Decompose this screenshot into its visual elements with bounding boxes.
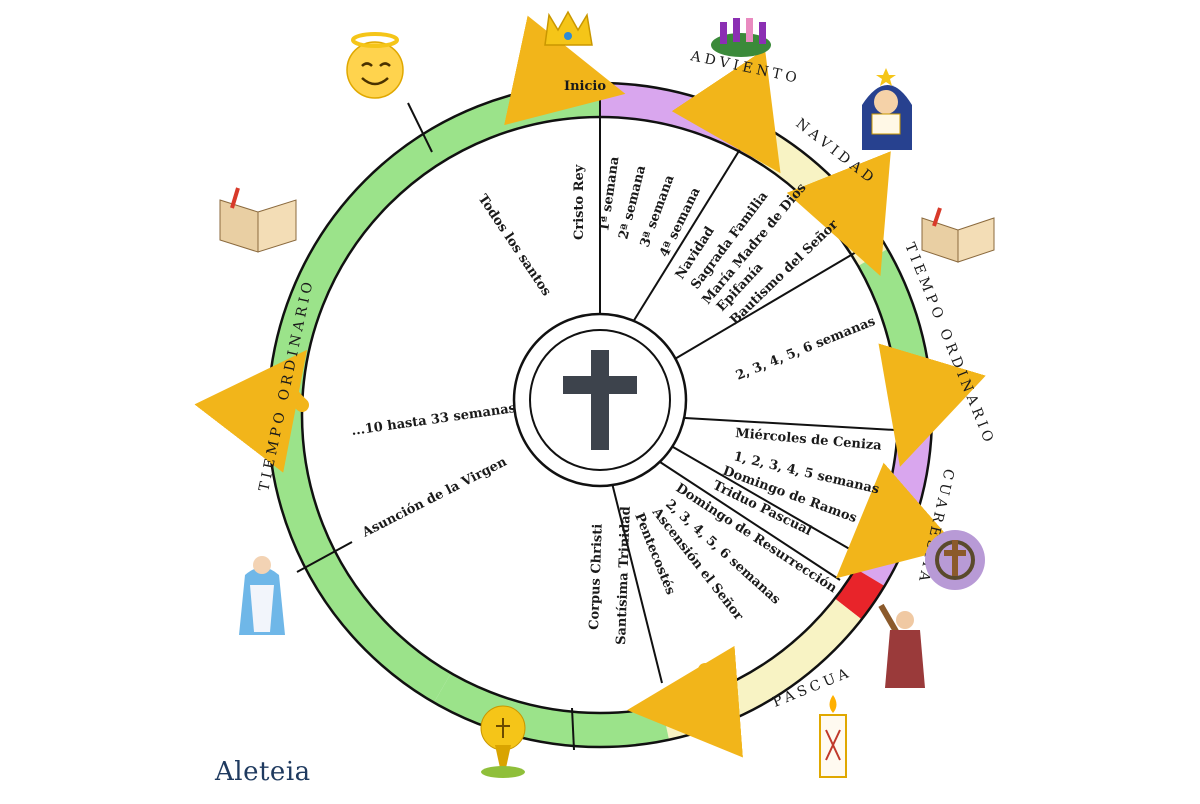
chalice-icon [480, 705, 526, 778]
arrow-icon [627, 645, 743, 758]
angel-icon [346, 32, 404, 99]
bible-icon [219, 187, 297, 253]
arrow-icon [671, 49, 781, 174]
event-trinidad: Santísima Trinidad [614, 506, 634, 645]
season-arrows [194, 15, 986, 758]
arrow-icon [835, 462, 958, 579]
crown-of-thorns-icon [925, 530, 985, 590]
advent-wreath-icon [711, 18, 771, 57]
virgin-mary-icon [239, 556, 285, 635]
segment-triduo [834, 568, 885, 620]
spoke-pascua [659, 461, 841, 581]
paschal-candle-icon [819, 695, 847, 778]
arrow-icon [504, 15, 626, 126]
tick-ordinario-top [407, 102, 433, 153]
event-cristo-rey: Cristo Rey [572, 164, 587, 240]
start-label: Inicio [564, 79, 606, 94]
tick-ordinario-bottom [571, 707, 575, 751]
event-corpus: Corpus Christi [587, 524, 606, 631]
arrow-icon [194, 349, 309, 473]
cross-icon [563, 350, 637, 450]
spoke-triduo [672, 446, 861, 556]
jesus-cross-icon [878, 603, 925, 688]
segment-ordinario-top [267, 83, 600, 703]
brand-logo: Aleteia [215, 757, 311, 787]
crown-icon [544, 10, 593, 46]
nativity-icon [862, 68, 912, 150]
tick-ordinario-left [296, 541, 353, 573]
arrow-icon [878, 343, 986, 467]
arrow-icon [786, 151, 891, 276]
bible-icon [921, 207, 995, 263]
